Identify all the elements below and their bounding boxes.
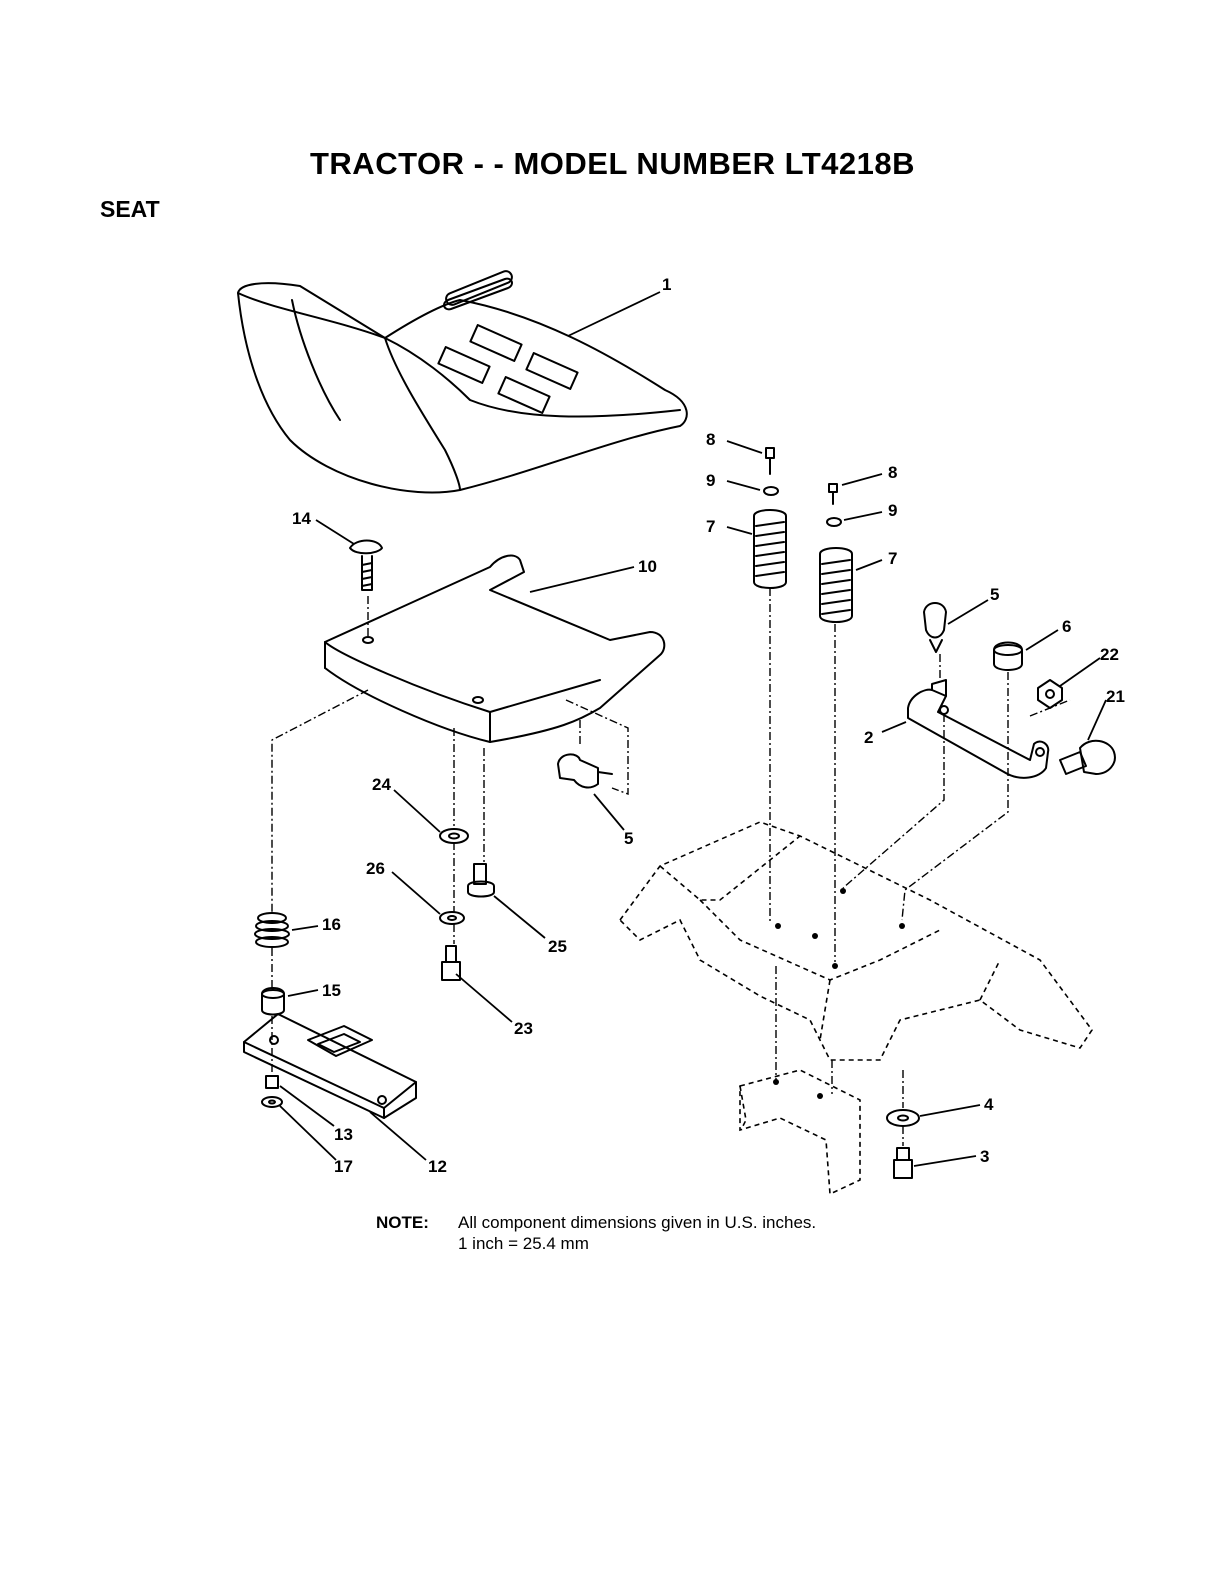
part-22-nut bbox=[1038, 680, 1062, 708]
assembly-lines bbox=[272, 588, 1070, 1146]
tractor-frame-phantom bbox=[620, 822, 1092, 1194]
note-line-1: All component dimensions given in U.S. i… bbox=[458, 1213, 816, 1232]
callout-16: 16 bbox=[322, 915, 341, 934]
leader-lines bbox=[280, 292, 1106, 1166]
callout-labels: 1 8 9 7 8 9 7 10 14 5 6 22 21 2 5 24 26 … bbox=[292, 275, 1125, 1176]
part-15-spacer bbox=[262, 988, 284, 1015]
callout-2: 2 bbox=[864, 728, 873, 747]
part-17-washer bbox=[262, 1097, 282, 1107]
callout-14: 14 bbox=[292, 509, 311, 528]
note-label: NOTE: bbox=[376, 1212, 458, 1233]
part-26-washer bbox=[440, 912, 464, 924]
callout-9-left: 9 bbox=[706, 471, 715, 490]
part-16-spring bbox=[255, 913, 289, 947]
callout-13: 13 bbox=[334, 1125, 353, 1144]
callout-25: 25 bbox=[548, 937, 567, 956]
callout-26: 26 bbox=[366, 859, 385, 878]
part-24-washer bbox=[440, 829, 468, 843]
callout-23: 23 bbox=[514, 1019, 533, 1038]
part-5-switch-upper bbox=[924, 603, 946, 652]
callout-3: 3 bbox=[980, 1147, 989, 1166]
callout-15: 15 bbox=[322, 981, 341, 1000]
callout-5-upper: 5 bbox=[990, 585, 999, 604]
part-21-knob bbox=[1060, 741, 1115, 774]
callout-6: 6 bbox=[1062, 617, 1071, 636]
part-2-bracket bbox=[908, 680, 1048, 778]
note-line-2: 1 inch = 25.4 mm bbox=[376, 1233, 816, 1254]
callout-21: 21 bbox=[1106, 687, 1125, 706]
part-5-switch-lower bbox=[558, 754, 612, 787]
dimension-note: NOTE:All component dimensions given in U… bbox=[376, 1212, 816, 1254]
part-6-bushing bbox=[994, 643, 1022, 671]
part-25-bolt bbox=[468, 864, 494, 897]
part-3-bolt bbox=[894, 1148, 912, 1178]
callout-5-lower: 5 bbox=[624, 829, 633, 848]
callout-7-right: 7 bbox=[888, 549, 897, 568]
part-13-nut bbox=[266, 1076, 278, 1088]
callout-8-left: 8 bbox=[706, 430, 715, 449]
part-1-seat bbox=[238, 283, 687, 492]
frame-holes bbox=[773, 888, 905, 1099]
part-7-spring-left bbox=[754, 448, 786, 588]
callout-4: 4 bbox=[984, 1095, 994, 1114]
callout-10: 10 bbox=[638, 557, 657, 576]
callout-12: 12 bbox=[428, 1157, 447, 1176]
callout-9-right: 9 bbox=[888, 501, 897, 520]
part-4-washer bbox=[887, 1110, 919, 1126]
callout-24: 24 bbox=[372, 775, 391, 794]
callout-1: 1 bbox=[662, 275, 671, 294]
part-7-spring-right bbox=[820, 484, 852, 622]
callout-7-left: 7 bbox=[706, 517, 715, 536]
callout-22: 22 bbox=[1100, 645, 1119, 664]
callout-17: 17 bbox=[334, 1157, 353, 1176]
part-14-bolt bbox=[350, 541, 382, 591]
callout-8-right: 8 bbox=[888, 463, 897, 482]
part-10-seat-pan bbox=[325, 269, 664, 742]
